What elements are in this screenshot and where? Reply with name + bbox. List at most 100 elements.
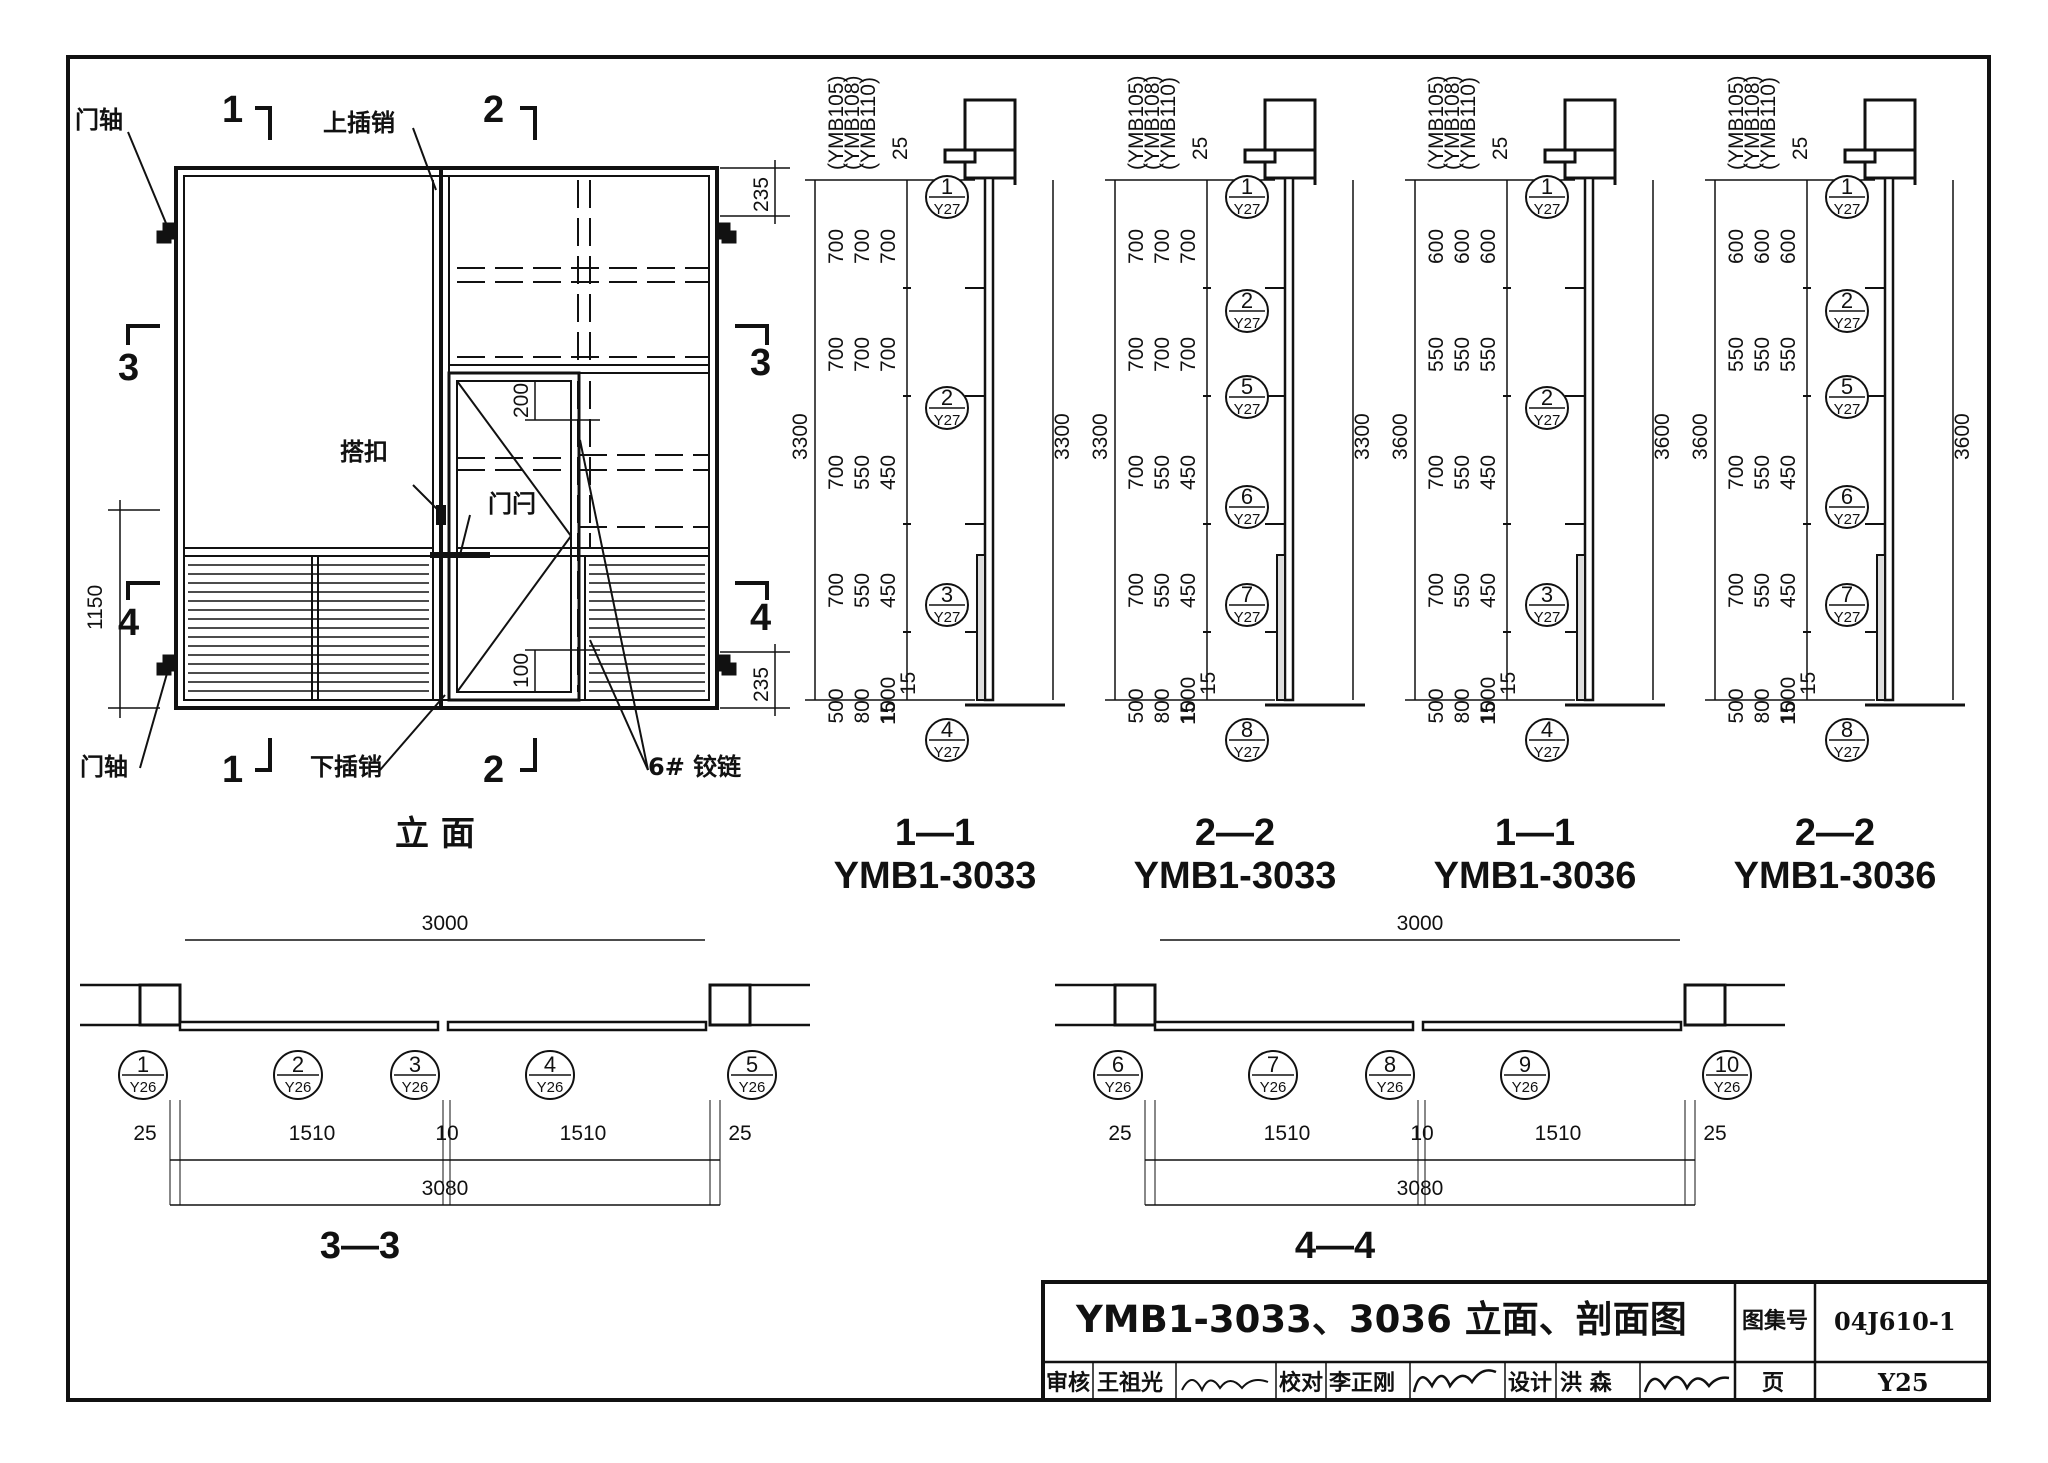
lintel [1263, 98, 1317, 185]
detail-bubble-ref: Y26 [537, 1079, 564, 1096]
bottom-dim-left: 15 [1477, 702, 1500, 725]
detail-bubble-ref: Y26 [285, 1079, 312, 1096]
plan-part-dim: 10 [1410, 1122, 1433, 1145]
plan-total-dim: 3080 [1397, 1177, 1444, 1200]
row-dim-value: 1000 [1177, 677, 1200, 724]
dim-235-bottom: 235 [750, 667, 773, 702]
row-dim-value: 800 [1751, 688, 1774, 723]
row-dim-value: 450 [1777, 455, 1800, 490]
atlas-label: 图集号 [1742, 1308, 1808, 1334]
bottom-dim-left: 15 [1777, 702, 1800, 725]
dim-100: 100 [510, 653, 533, 688]
row-dim-value: 1000 [877, 677, 900, 724]
detail-bubble-ref: Y27 [1234, 315, 1261, 332]
detail-bubble-number: 7 [1267, 1052, 1279, 1077]
row-dim-value: 600 [1425, 229, 1448, 264]
louver-panel-right [578, 556, 705, 700]
section-cut-marks [126, 106, 769, 772]
row-dim-value: 550 [1451, 573, 1474, 608]
row-dim-value: 550 [1151, 573, 1174, 608]
row-dim-value: 700 [1425, 455, 1448, 490]
label-hinge: 6# 铰链 [648, 753, 742, 781]
row-dim-value: 700 [1151, 337, 1174, 372]
detail-bubble-ref: Y27 [1834, 315, 1861, 332]
detail-bubble-number: 4 [941, 717, 953, 742]
design-label: 设计 [1508, 1371, 1552, 1396]
row-dim-value: 800 [1151, 688, 1174, 723]
row-dim-value: 700 [825, 573, 848, 608]
detail-bubble-number: 3 [1541, 582, 1553, 607]
section-header-model: (YMB105) [825, 75, 848, 170]
row-dim-value: 550 [1451, 337, 1474, 372]
label-lower-bolt: 下插销 [310, 753, 382, 781]
dashed-lines [457, 180, 709, 692]
detail-bubble-ref: Y27 [1534, 201, 1561, 218]
row-dim-value: 800 [1451, 688, 1474, 723]
door-leaf-plan-right [1421, 1020, 1683, 1032]
row-dim-value: 600 [1777, 229, 1800, 264]
row-dim-value: 550 [1451, 455, 1474, 490]
louver-section [1576, 554, 1586, 701]
label-door-bolt: 门闩 [488, 490, 536, 518]
detail-bubble-ref: Y27 [1234, 609, 1261, 626]
detail-bubble-number: 2 [1841, 288, 1853, 313]
door-leaf [1583, 176, 1595, 702]
section-top-dim: 25 [1189, 137, 1212, 160]
bottom-dim-right: 15 [1797, 672, 1820, 695]
plan-part-dim: 1510 [1535, 1122, 1582, 1145]
row-dim-value: 600 [1725, 229, 1748, 264]
row-dim-value: 600 [1451, 229, 1474, 264]
section-header-model: (YMB108) [1141, 75, 1164, 170]
detail-bubble-ref: Y27 [1234, 744, 1261, 761]
detail-bubble-number: 3 [941, 582, 953, 607]
title-block [1041, 1280, 1991, 1402]
detail-bubble-number: 1 [941, 174, 953, 199]
detail-bubble-number: 10 [1715, 1052, 1739, 1077]
dim-235-top: 235 [750, 177, 773, 212]
plan-id: 3—3 [320, 1225, 400, 1267]
section-mark-4-right: 4 [750, 597, 771, 639]
row-dim-value: 550 [1151, 455, 1174, 490]
row-dim-value: 500 [1725, 688, 1748, 723]
swing-line [456, 380, 572, 537]
section-mark-1-bottom: 1 [222, 749, 243, 791]
lintel [1563, 98, 1617, 185]
row-dim-value: 550 [1751, 337, 1774, 372]
section-total-left: 3300 [789, 413, 812, 460]
section-model: YMB1-3036 [1734, 855, 1937, 897]
detail-bubble-ref: Y27 [934, 201, 961, 218]
detail-bubble-ref: Y27 [1834, 511, 1861, 528]
signature-design [1643, 1375, 1730, 1393]
plan-part-dim: 25 [1108, 1122, 1131, 1145]
section-total-right: 3600 [1651, 413, 1674, 460]
detail-bubble-number: 5 [1841, 374, 1853, 399]
row-dim-value: 500 [1125, 688, 1148, 723]
row-dim-value: 700 [1725, 573, 1748, 608]
row-dim-value: 1000 [1477, 677, 1500, 724]
check-label: 校对 [1279, 1370, 1323, 1396]
label-upper-bolt: 上插销 [323, 109, 395, 137]
row-dim-value: 450 [1777, 573, 1800, 608]
row-dim-value: 700 [825, 229, 848, 264]
row-dim-value: 550 [1725, 337, 1748, 372]
section-header-model: (YMB105) [1125, 75, 1148, 170]
row-dim-value: 700 [1425, 573, 1448, 608]
detail-bubble-ref: Y27 [934, 609, 961, 626]
drawing-title: YMB1-3033、3036 立面、剖面图 [1075, 1298, 1687, 1341]
row-dim-value: 700 [1151, 229, 1174, 264]
bottom-dim-left: 15 [1177, 702, 1200, 725]
section-header-model: (YMB110) [1757, 77, 1780, 170]
section-mark-2-top: 2 [483, 89, 504, 131]
